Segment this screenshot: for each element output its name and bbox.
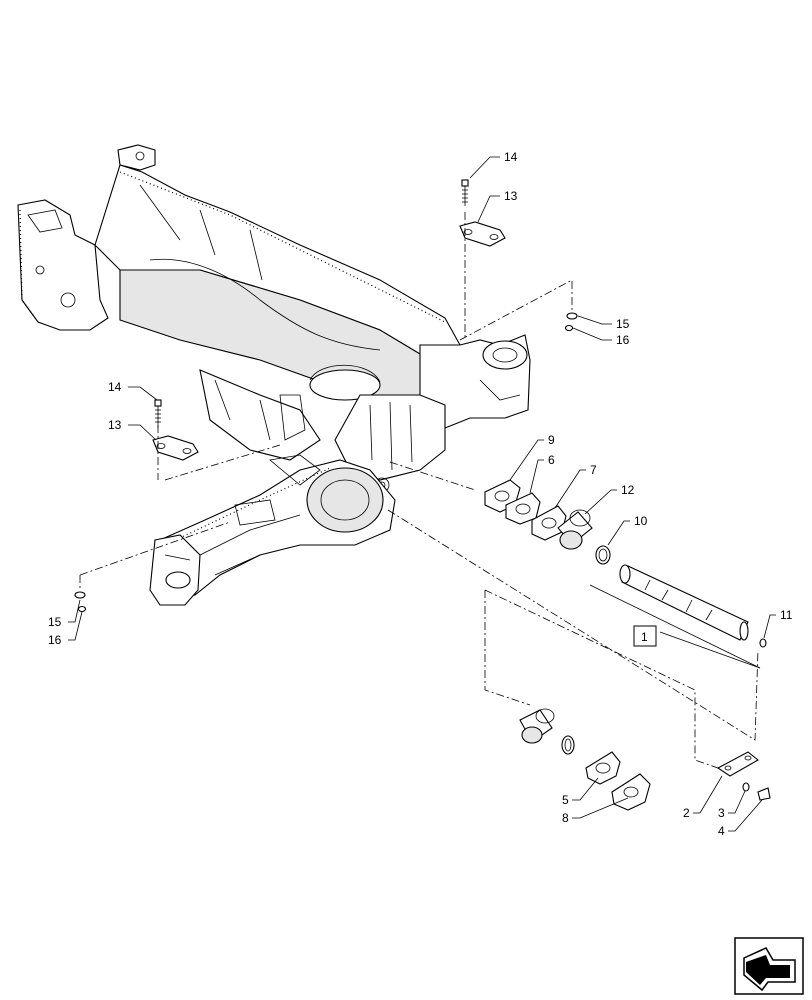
assembly-center-lines bbox=[79, 212, 759, 769]
callout-1: 1 bbox=[641, 630, 648, 644]
washer-3 bbox=[742, 782, 750, 792]
bolt-top bbox=[461, 179, 469, 206]
callout-16-right: 16 bbox=[616, 333, 630, 347]
callout-13-top: 13 bbox=[504, 189, 518, 203]
callout-8: 8 bbox=[562, 811, 569, 825]
bolt-left bbox=[154, 399, 162, 428]
callout-1-box: 1 bbox=[633, 625, 657, 647]
front-support-frame bbox=[17, 144, 531, 493]
bushing-12 bbox=[557, 509, 593, 550]
callout-7: 7 bbox=[590, 463, 597, 477]
callout-15-right: 15 bbox=[616, 317, 630, 331]
callout-14-left: 14 bbox=[108, 380, 122, 394]
washer-nut-right bbox=[564, 312, 578, 332]
thrust-washer-5 bbox=[585, 751, 621, 785]
callout-labels: 14 13 15 16 14 13 15 16 9 6 7 12 10 11 5… bbox=[48, 150, 793, 838]
washer-nut-left bbox=[74, 591, 87, 613]
lock-plate-2 bbox=[716, 751, 759, 777]
callout-13-left: 13 bbox=[108, 418, 122, 432]
front-axle-housing bbox=[149, 454, 396, 606]
bushing-lower bbox=[519, 708, 555, 744]
callout-12: 12 bbox=[621, 483, 635, 497]
retainer-bracket-left bbox=[152, 435, 199, 461]
retainer-bracket-top bbox=[459, 221, 506, 247]
callout-5: 5 bbox=[562, 793, 569, 807]
callout-leaders bbox=[68, 156, 776, 832]
callout-16-left: 16 bbox=[48, 633, 62, 647]
callout-11: 11 bbox=[780, 608, 793, 622]
screw-11 bbox=[759, 638, 767, 648]
snap-ring-lower bbox=[561, 735, 575, 755]
callout-3: 3 bbox=[718, 806, 725, 820]
callout-15-left: 15 bbox=[48, 615, 62, 629]
callout-4: 4 bbox=[718, 824, 725, 838]
pivot-pin-1 bbox=[619, 564, 749, 641]
snap-ring-10 bbox=[595, 545, 611, 565]
callout-10: 10 bbox=[634, 514, 648, 528]
callout-2: 2 bbox=[683, 806, 690, 820]
next-page-arrow-icon[interactable] bbox=[734, 937, 804, 995]
callout-9: 9 bbox=[548, 433, 555, 447]
callout-14-top: 14 bbox=[504, 150, 518, 164]
callout-6: 6 bbox=[548, 453, 555, 467]
bolt-4 bbox=[757, 787, 771, 801]
thrust-washer-8 bbox=[611, 773, 651, 811]
